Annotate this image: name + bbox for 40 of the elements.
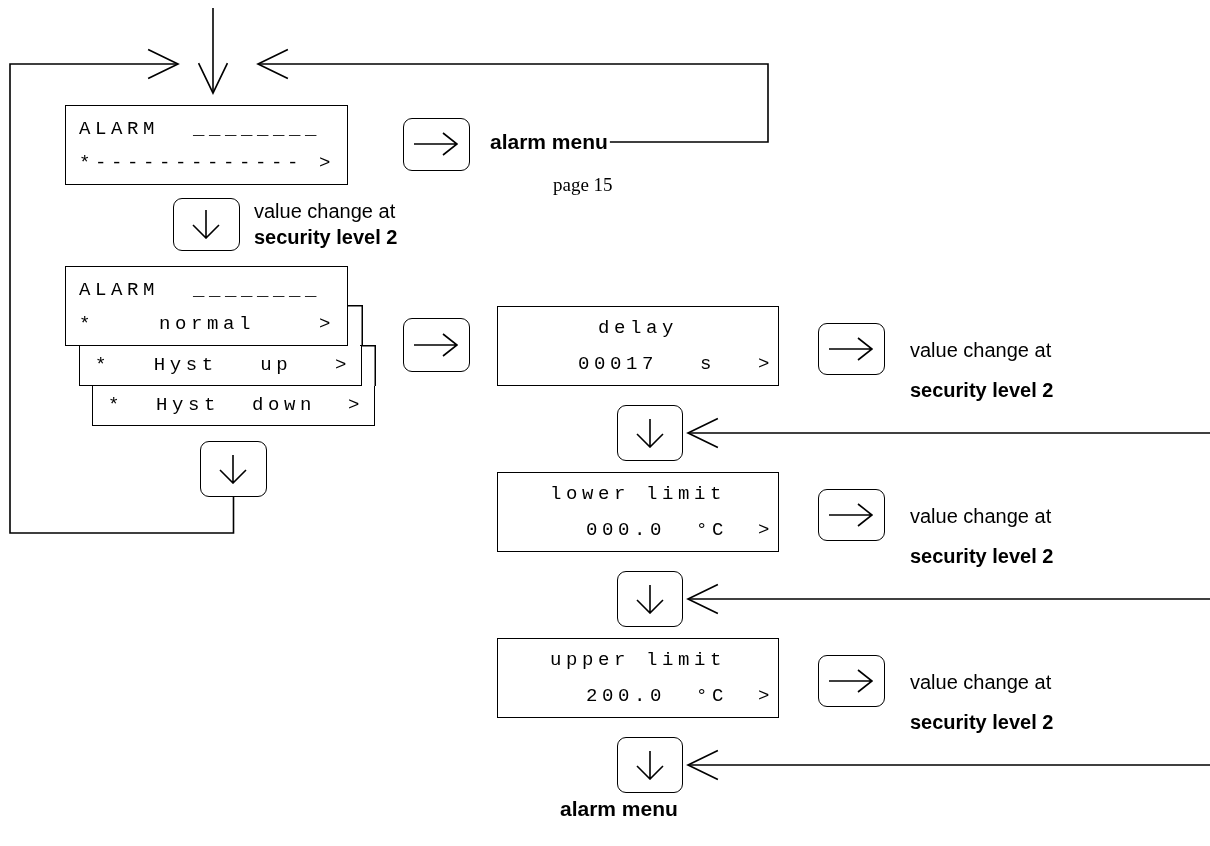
display-text: 00017 s > <box>577 352 775 377</box>
display-text: * Hyst down > <box>107 393 365 418</box>
display-text: ALARM ________ <box>78 278 322 303</box>
key-button <box>200 441 267 497</box>
key-button <box>403 318 470 372</box>
menu-title: alarm menu <box>490 130 608 154</box>
note-text: value change at security level 2 <box>254 199 399 250</box>
note-text: value change at security level 2 <box>910 504 1055 569</box>
arrow <box>687 583 1210 615</box>
key-button <box>403 118 470 171</box>
display-text: ALARM ________ <box>78 117 322 142</box>
menu-title: alarm menu <box>560 797 678 821</box>
key-button <box>617 405 683 461</box>
arrow <box>9 48 235 534</box>
note-text: value change at security level 2 <box>910 338 1055 403</box>
key-button <box>617 737 683 793</box>
display-text: upper limit <box>549 648 727 673</box>
page-reference: page 15 <box>553 174 613 196</box>
display-text: *------------- > <box>78 151 337 176</box>
key-button <box>818 655 885 707</box>
arrow <box>257 48 769 143</box>
display-screen <box>497 638 779 718</box>
display-screen <box>65 105 348 185</box>
display-text: * normal > <box>78 312 336 337</box>
arrow <box>197 7 229 94</box>
key-button <box>818 489 885 541</box>
display-screen <box>65 266 348 346</box>
key-button <box>173 198 240 251</box>
display-text: 200.0 °C > <box>585 684 775 709</box>
note-text: value change at security level 2 <box>910 670 1055 735</box>
arrow <box>687 417 1210 449</box>
display-text: lower limit <box>549 482 727 507</box>
display-text: * Hyst up > <box>94 353 352 378</box>
key-button <box>818 323 885 375</box>
arrow <box>687 749 1210 781</box>
key-button <box>617 571 683 627</box>
display-text: 000.0 °C > <box>585 518 775 543</box>
display-screen <box>497 306 779 386</box>
display-text: delay <box>597 316 679 341</box>
display-screen <box>497 472 779 552</box>
